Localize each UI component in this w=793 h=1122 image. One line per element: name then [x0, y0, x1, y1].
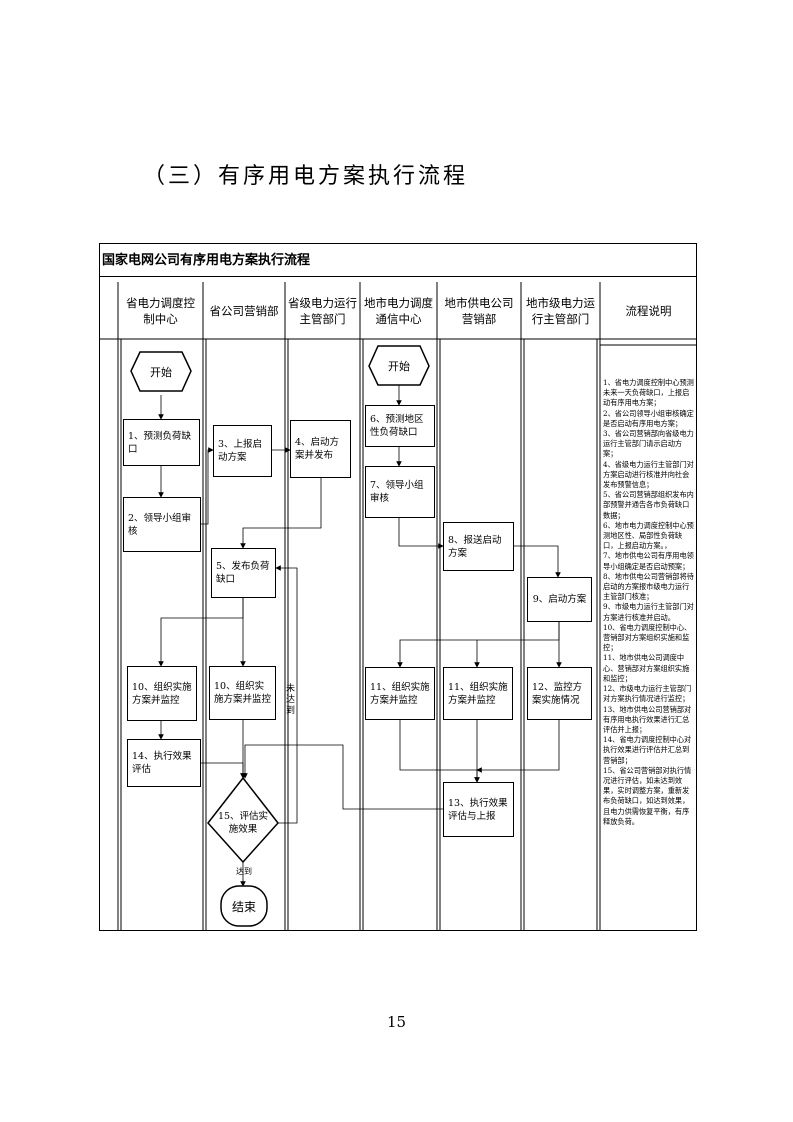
- note-line: 7、地市供电公司有序用电领导小组确定是否启动预案；: [603, 551, 694, 571]
- lane-header-city-marketing: 地市供电公司营销部: [444, 295, 514, 326]
- lane-header-province-dispatch: 省电力调度控制中心: [126, 295, 195, 326]
- section-title: （三）有序用电方案执行流程: [143, 164, 469, 189]
- node-2-leader-review: 2、领导小组审核: [123, 497, 201, 552]
- node-10-implement-province: 10、组织实施方案并监控: [127, 666, 197, 721]
- flowchart-frame: [99, 243, 697, 931]
- lane-header-city-dispatch: 地市电力调度通信中心: [364, 295, 433, 326]
- note-line: 12、市级电力运行主管部门对方案执行情况进行监控；: [603, 684, 692, 704]
- note-line: 9、市级电力运行主管部门对方案进行核准并启动。: [603, 602, 694, 622]
- note-line: 13、地市供电公司营销部对有序用电执行效果进行汇总评估并上报；: [603, 704, 692, 734]
- note-line: 6、地市电力调度控制中心预测地区性、局部性负荷缺口，上报启动方案。，: [603, 520, 694, 551]
- note-line: 15、省公司营销部对执行情况进行评估，如未达到效果，实时调整方案，重新发布负荷缺…: [603, 765, 692, 826]
- node-9-launch-plan: 9、启动方案: [527, 577, 592, 622]
- node-14-evaluate-effect: 14、执行效果评估: [127, 739, 201, 787]
- node-3-submit-plan: 3、上报启动方案: [213, 425, 272, 477]
- note-line: 4、省级电力运行主管部门对方案启动进行核准并向社会发布预警信息；: [603, 459, 694, 490]
- flowchart-title: 国家电网公司有序用电方案执行流程: [100, 244, 696, 277]
- start-label-1: 开始: [150, 365, 172, 379]
- page-number: 15: [386, 1013, 407, 1031]
- note-line: 3、省公司营销部向省级电力运行主管部门请示启动方案；: [603, 429, 694, 459]
- node-8-submit-plan: 8、报送启动方案: [443, 522, 514, 571]
- node-11-implement-city-dispatch: 11、组织实施方案并监控: [365, 667, 435, 720]
- edge-label-reached: 达到: [236, 867, 252, 876]
- lane-header-notes: 流程说明: [625, 303, 672, 318]
- end-label: 结束: [231, 899, 256, 914]
- end-terminator: [220, 885, 268, 927]
- decision-label: 15、评估实施效果: [217, 811, 269, 835]
- decision-diamond: [207, 776, 279, 864]
- start-terminator-1: [130, 351, 192, 392]
- lane-header-province-marketing: 省公司营销部: [209, 303, 279, 318]
- node-4-launch-publish: 4、启动方案并发布: [290, 420, 351, 478]
- lane-header-city-authority: 地市级电力运行主管部门: [526, 295, 595, 326]
- node-1-forecast-gap: 1、预测负荷缺口: [123, 419, 200, 466]
- note-line: 14、省电力调度控制中心对执行效果进行评估并汇总到营销部；: [603, 735, 692, 765]
- note-line: 1、省电力调度控制中心预测未来一天负荷缺口，上报启动有序用电方案；: [603, 378, 694, 408]
- start-label-2: 开始: [388, 359, 410, 373]
- note-line: 2、省公司领导小组审核确定是否启动有序用电方案；: [603, 408, 694, 428]
- node-13-evaluate-report: 13、执行效果评估与上报: [443, 782, 514, 837]
- node-12-monitor-implementation: 12、监控方案实施情况: [527, 667, 592, 720]
- edge-label-not-reached: 未达到: [286, 684, 296, 716]
- node-10-implement-marketing: 10、组织实施方案并监控: [209, 666, 276, 720]
- note-line: 11、地市供电公司调度中心、营销部对方案组织实施和监控；: [603, 653, 690, 683]
- note-line: 8、地市供电公司营销部将待启动的方案报市级电力运行主管部门核准；: [603, 571, 694, 602]
- node-5-publish-gap: 5、发布负荷缺口: [211, 548, 276, 598]
- note-line: 5、省公司营销部组织发布内部预警并通告各市负荷缺口数据；: [603, 490, 694, 520]
- start-terminator-2: [368, 345, 430, 386]
- node-7-leader-review: 7、领导小组审核: [365, 466, 435, 518]
- process-notes: 1、省电力调度控制中心预测未来一天负荷缺口，上报启动有序用电方案； 2、省公司领…: [603, 378, 695, 827]
- node-6-forecast-regional: 6、预测地区性负荷缺口: [365, 405, 435, 447]
- node-11-implement-city-marketing: 11、组织实施方案并监控: [443, 667, 513, 720]
- note-line: 10、省电力调度控制中心、营销部对方案组织实施和监控；: [603, 622, 692, 653]
- lane-header-province-authority: 省级电力运行主管部门: [288, 295, 357, 326]
